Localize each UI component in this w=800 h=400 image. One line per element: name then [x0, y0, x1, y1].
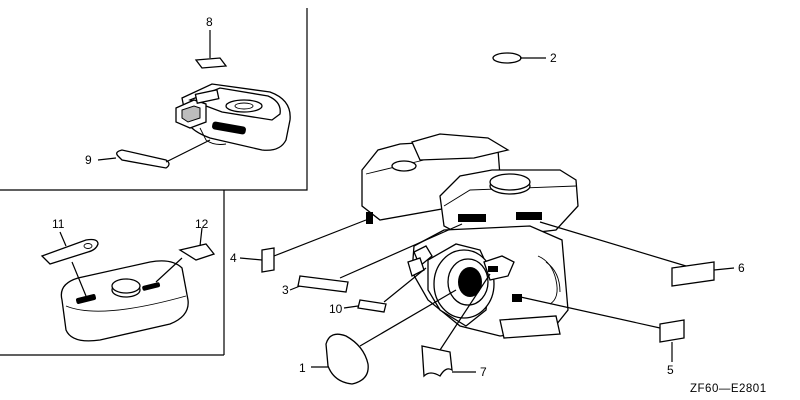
- callout-11: 11: [52, 217, 65, 231]
- callout-8: 8: [206, 15, 213, 29]
- callout-3: 3: [282, 283, 289, 297]
- decal-2-shape: [492, 52, 546, 64]
- callout-2: 2: [550, 51, 557, 65]
- callout-1: 1: [299, 361, 306, 375]
- callout-numbers: 1 2 3 4 5 6 7 8 9 10 11 12: [52, 15, 745, 379]
- engine-assembly: [361, 133, 579, 339]
- callout-9: 9: [85, 153, 92, 167]
- callout-12: 12: [195, 217, 209, 231]
- callout-7: 7: [480, 365, 487, 379]
- inset-frame-lines: [0, 8, 308, 356]
- decal-10-shape: [343, 267, 427, 313]
- decal-12-shape: [155, 227, 216, 283]
- decal-7-shape: [421, 273, 491, 378]
- decal-4-shape: [239, 219, 367, 273]
- decal-9-shape: [97, 139, 211, 169]
- callout-6: 6: [738, 261, 745, 275]
- decal-6-shape: [539, 221, 735, 287]
- decal-11-shape: [40, 231, 99, 297]
- decal-3-shape: [289, 223, 463, 293]
- callout-10: 10: [329, 302, 343, 316]
- decal-1-shape: [311, 289, 457, 385]
- decal-8-shape: [194, 30, 228, 69]
- fuel-tank-assembly: [60, 260, 189, 342]
- decal-5-shape: [515, 295, 685, 362]
- callout-5: 5: [667, 363, 674, 377]
- callout-4: 4: [230, 251, 237, 265]
- air-cleaner-assembly: [175, 83, 291, 151]
- diagram-code: ZF60—E2801: [690, 383, 767, 395]
